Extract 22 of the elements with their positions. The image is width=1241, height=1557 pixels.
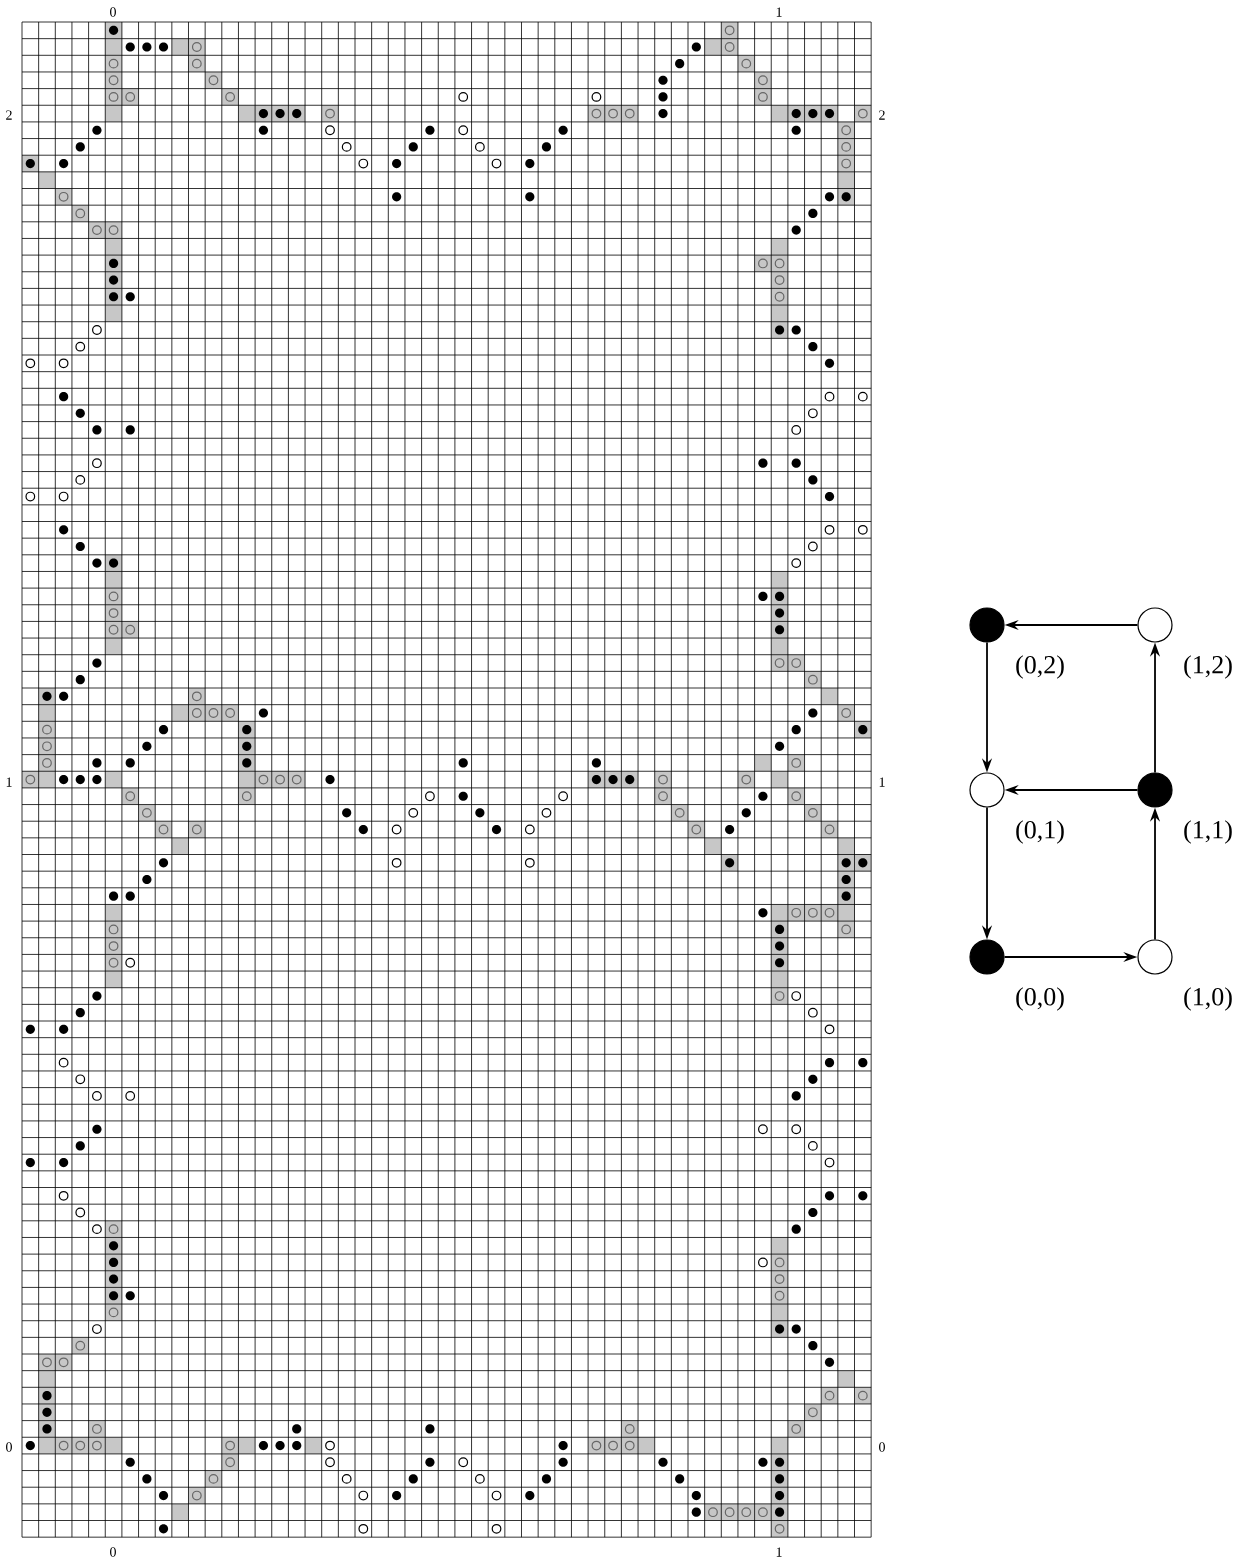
coordinate-label: (0,1)	[1016, 820, 1064, 844]
vertex-circle	[969, 772, 1005, 808]
vertex-circle	[1137, 607, 1173, 643]
axis-label: 1	[776, 7, 782, 17]
coordinate-label: (0,0)	[1016, 987, 1064, 1011]
coordinate-label: (1,1)	[1184, 820, 1232, 844]
coordinate-label: (0,2)	[1016, 655, 1064, 679]
axis-label: 0	[6, 1442, 12, 1452]
axis-label: 0	[110, 7, 116, 17]
axis-label: 1	[6, 777, 12, 787]
axis-label: 2	[6, 110, 12, 120]
coordinate-label: (1,0)	[1184, 987, 1232, 1011]
axis-label: 2	[879, 110, 885, 120]
coordinate-label: (1,2)	[1184, 655, 1232, 679]
vertex-circle	[969, 607, 1005, 643]
vertex-circle	[1137, 772, 1173, 808]
axis-label: 1	[776, 1547, 782, 1557]
axis-label: 0	[110, 1547, 116, 1557]
vertex-circle	[1137, 939, 1173, 975]
axis-label: 1	[879, 777, 885, 787]
vertex-circle	[969, 939, 1005, 975]
axis-label: 0	[879, 1442, 885, 1452]
